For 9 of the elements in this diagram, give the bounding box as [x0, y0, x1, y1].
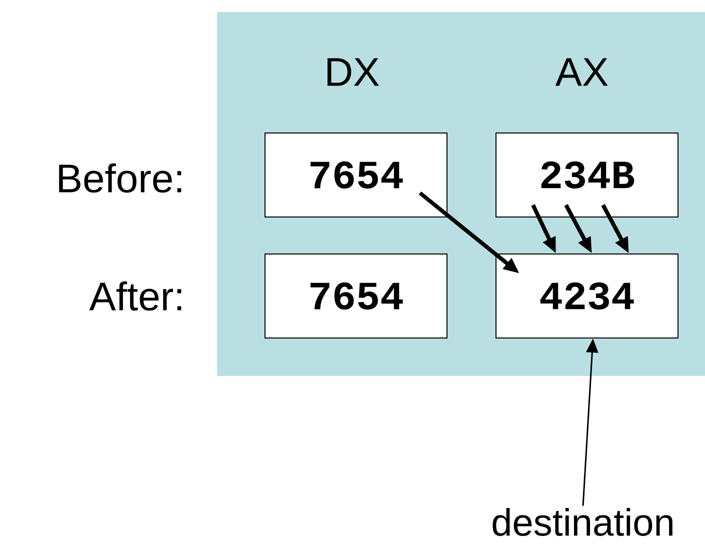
column-heading: AX [555, 58, 608, 86]
column-heading: DX [328, 58, 379, 86]
row-label: After: [89, 281, 182, 311]
register-box: 4234 [496, 254, 678, 338]
register-box: 7654 [264, 254, 448, 338]
row-label: Before: [59, 163, 182, 193]
register-box: 7654 [264, 132, 448, 218]
register-box: 234B [496, 132, 678, 218]
annotation-text: destination [492, 508, 672, 536]
